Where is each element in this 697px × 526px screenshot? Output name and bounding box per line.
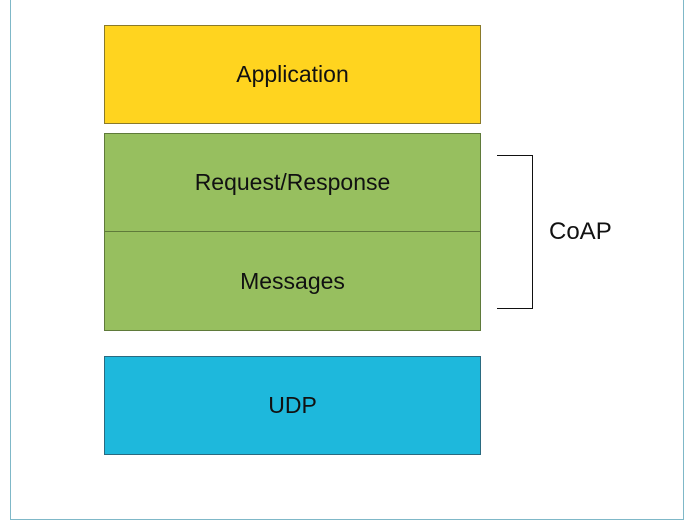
coap-bracket (497, 155, 533, 309)
udp-layer-label: UDP (268, 392, 317, 418)
request-response-layer: Request/Response (104, 133, 481, 232)
application-layer: Application (104, 25, 481, 124)
diagram-frame (10, 0, 684, 520)
request-response-layer-label: Request/Response (194, 169, 391, 195)
application-layer-label: Application (236, 61, 349, 87)
messages-layer-label: Messages (240, 267, 345, 294)
coap-group-label: CoAP (549, 218, 612, 245)
udp-layer: UDP (104, 356, 481, 455)
messages-layer: Messages (104, 231, 481, 331)
